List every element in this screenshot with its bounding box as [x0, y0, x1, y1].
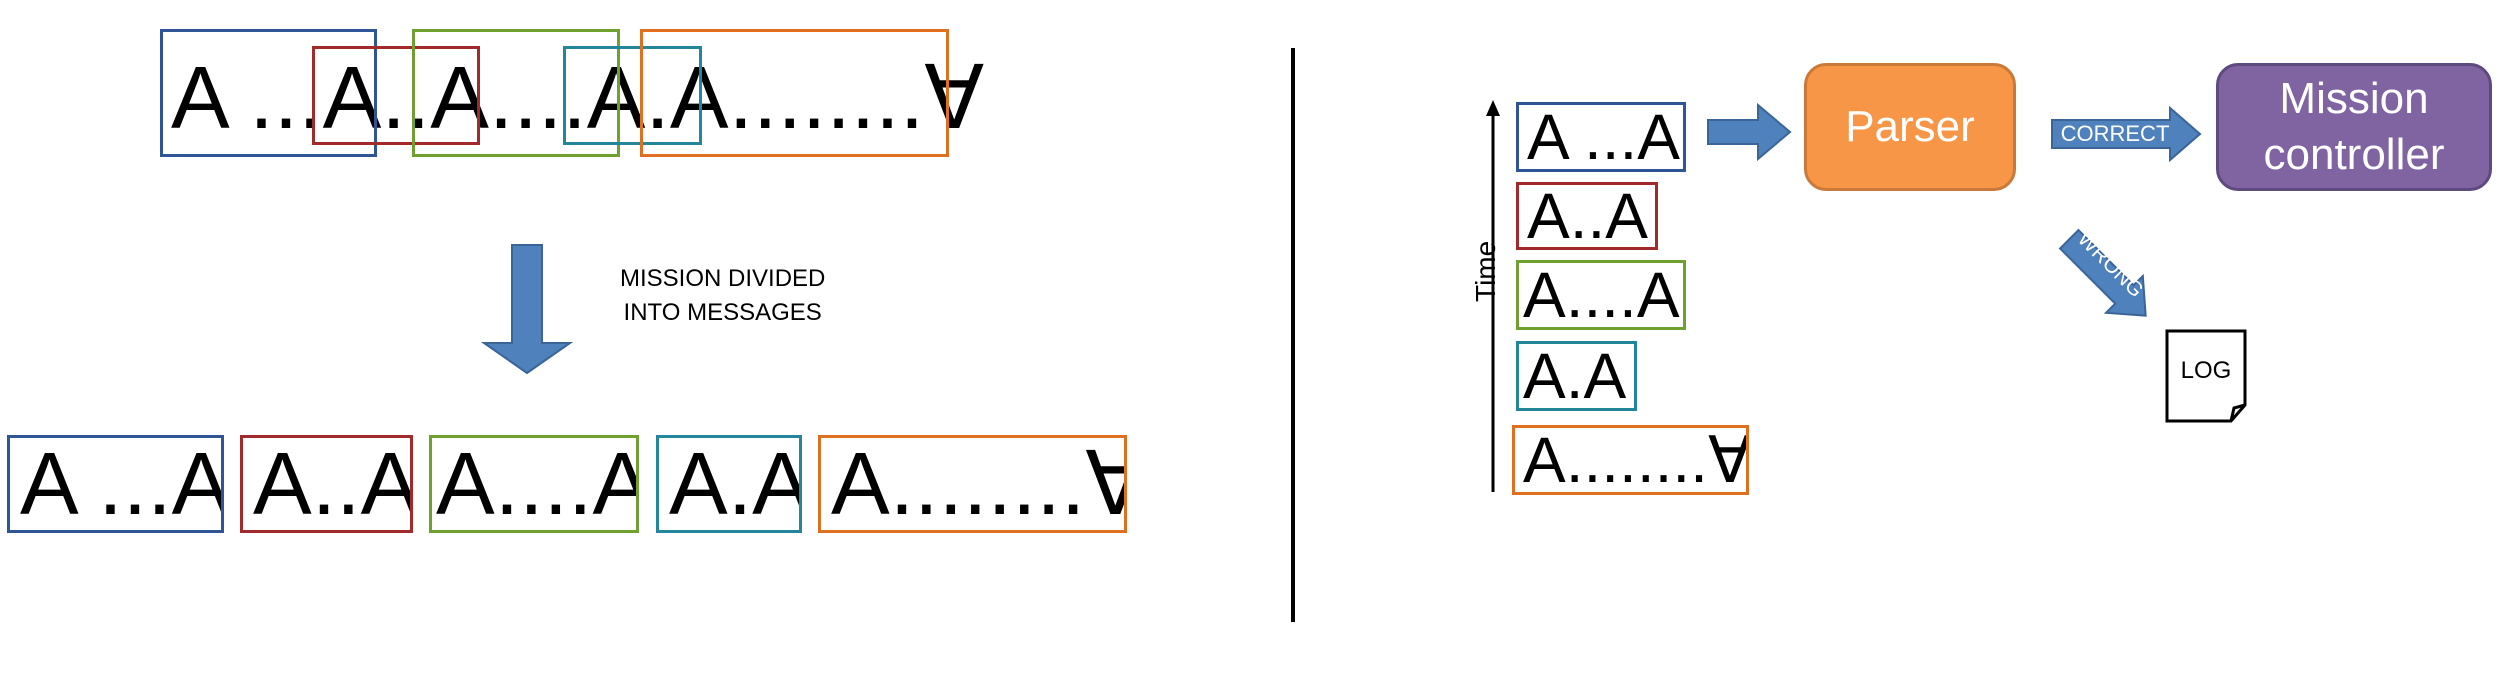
- message-segment-3: A....A: [429, 435, 639, 533]
- parser-node: Parser: [1804, 63, 2016, 191]
- controller-label-line-1: Mission: [2279, 74, 2429, 123]
- mission-box-2: [312, 46, 480, 145]
- message-segment-5: A........∀: [818, 435, 1127, 533]
- message-segment-4: A.A: [656, 435, 802, 533]
- mission-box-1: [160, 29, 377, 157]
- stack-message-5: A........∀: [1512, 425, 1749, 495]
- stack-message-text: A ...A: [1527, 102, 1680, 172]
- mission-box-3: [412, 29, 620, 157]
- caption-line-1: MISSION DIVIDED: [620, 265, 826, 292]
- stack-message-3: A....A: [1516, 260, 1686, 330]
- message-segment-text: A.A: [669, 435, 802, 533]
- correct-arrow: [2051, 105, 2202, 163]
- mission-string: A ...A..A....A.A........∀: [171, 48, 985, 147]
- message-segment-2: A..A: [240, 435, 413, 533]
- divide-caption: MISSION DIVIDED INTO MESSAGES: [620, 262, 825, 330]
- parser-label: Parser: [1845, 102, 1975, 151]
- controller-label-line-2: controller: [2263, 130, 2445, 179]
- caption-line-2: INTO MESSAGES: [623, 299, 822, 326]
- message-segment-1: A ...A: [7, 435, 224, 533]
- divide-down-arrow: [480, 244, 574, 375]
- stack-message-text: A..A: [1527, 182, 1648, 250]
- log-label: LOG: [2180, 357, 2232, 384]
- mission-controller-node: Mission controller: [2216, 63, 2492, 191]
- time-axis-arrowhead: [1486, 100, 1500, 116]
- stack-to-parser-arrow: [1707, 102, 1792, 162]
- stack-message-text: A....A: [1523, 260, 1680, 330]
- mission-box-5: [640, 29, 949, 157]
- message-segment-text: A..A: [253, 435, 413, 533]
- message-segment-text: A........∀: [831, 435, 1127, 533]
- message-segment-text: A....A: [436, 435, 639, 533]
- mission-box-4: [563, 46, 702, 145]
- stack-message-4: A.A: [1516, 341, 1637, 411]
- correct-label: CORRECT: [2060, 121, 2170, 146]
- log-document-fold: [2229, 403, 2246, 422]
- stack-message-text: A........∀: [1523, 425, 1749, 495]
- stack-message-2: A..A: [1516, 182, 1658, 250]
- wrong-arrow: [2058, 228, 2147, 317]
- message-segment-text: A ...A: [20, 435, 224, 533]
- log-document-icon: [2165, 329, 2247, 423]
- time-label: Time: [1470, 240, 1501, 302]
- stack-message-text: A.A: [1523, 341, 1627, 411]
- stack-message-1: A ...A: [1516, 102, 1686, 172]
